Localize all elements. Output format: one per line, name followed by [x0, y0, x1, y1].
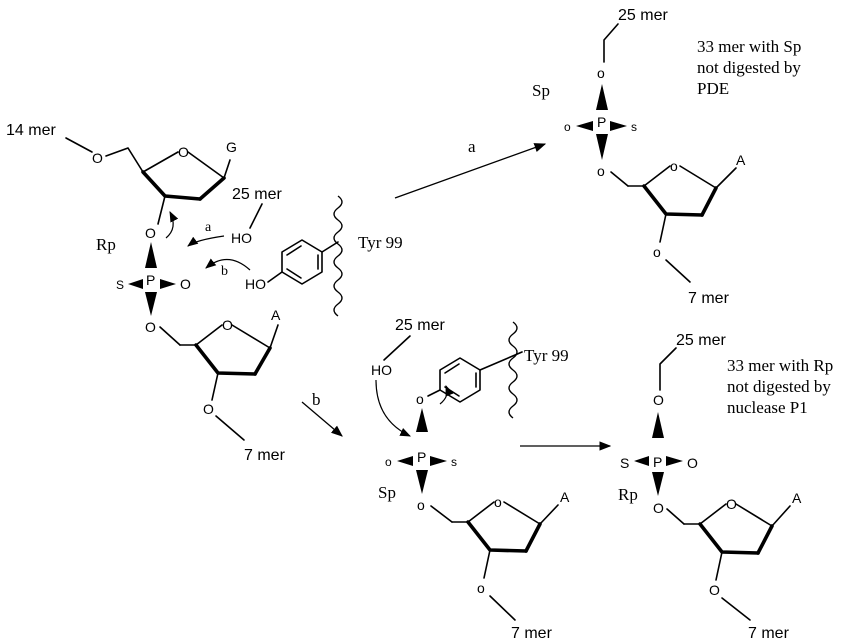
reactant-o5-lower-atom: O — [145, 319, 156, 335]
reactant-ho-atom: HO — [231, 230, 252, 246]
svg-text:o: o — [385, 455, 392, 469]
reactant-curly-arrow-b — [205, 258, 251, 271]
intermediate-tyrosine-ring — [427, 351, 523, 403]
product-a-25mer-label: 25 mer — [618, 7, 668, 24]
reactant-curly-arrow-a — [187, 235, 225, 247]
svg-text:O: O — [222, 317, 233, 333]
reactant-o5-atom: O — [92, 150, 103, 166]
svg-text:s: s — [631, 120, 637, 134]
svg-text:not digested by: not digested by — [697, 58, 801, 77]
reactant-tyr-backbone-wave — [333, 195, 343, 317]
product-a-sp-label: Sp — [532, 81, 550, 100]
arrow-path-a-label: a — [468, 137, 476, 156]
svg-text:o: o — [494, 494, 502, 510]
reactant-wedge-o — [160, 279, 176, 289]
intermediate-7mer-label: 7 mer — [511, 625, 553, 642]
intermediate-sugar-ring: o A — [451, 489, 570, 579]
svg-text:O: O — [653, 392, 664, 408]
svg-text:33 mer with Rp: 33 mer with Rp — [727, 356, 833, 375]
arrow-path-b-label: b — [312, 390, 321, 409]
svg-text:PDE: PDE — [697, 79, 729, 98]
svg-text:O: O — [726, 496, 737, 512]
svg-text:O: O — [687, 455, 698, 471]
svg-text:O: O — [709, 582, 720, 598]
product-b-note: 33 mer with Rp not digested by nuclease … — [727, 356, 833, 417]
product-b-base-label: A — [792, 490, 802, 506]
reactant-top-sugar-ring: O G — [141, 139, 237, 225]
reactant-p-atom: P — [146, 272, 155, 288]
product-a-7mer-label: 7 mer — [688, 290, 730, 307]
svg-text:o: o — [653, 244, 661, 260]
reactant-o-nonbridge: O — [180, 276, 191, 292]
reactant-path-a-label: a — [205, 220, 212, 235]
product-a-structure: 25 mer o Sp P o s o o A o 7 mer 33 mer w… — [532, 7, 801, 307]
reactant-c5-bond — [105, 147, 144, 173]
reactant-chain-5p-label: 14 mer — [6, 122, 56, 139]
intermediate-curly-arrow-ho — [375, 379, 411, 437]
svg-text:O: O — [653, 500, 664, 516]
intermediate-base-label: A — [560, 489, 570, 505]
svg-text:o: o — [564, 120, 571, 134]
reactant-structure: 14 mer O O G O Rp P S O O — [6, 122, 403, 464]
svg-text:o: o — [417, 497, 425, 513]
svg-text:o: o — [416, 391, 424, 407]
svg-text:HO: HO — [245, 276, 266, 292]
reactant-chain-5p-bond — [65, 137, 93, 153]
reactant-bottom-sugar-ring: O A — [179, 307, 281, 401]
product-b-p-atom: P — [653, 454, 662, 470]
svg-text:not digested by: not digested by — [727, 377, 831, 396]
reactant-o3-atom: O — [145, 225, 156, 241]
intermediate-p-atom: P — [417, 449, 426, 465]
reactant-curly-arrow-o3 — [165, 211, 179, 239]
reactant-o3-lower-atom: O — [203, 401, 214, 417]
svg-text:33 mer with Sp: 33 mer with Sp — [697, 37, 801, 56]
product-a-base-label: A — [736, 152, 746, 168]
intermediate-curly-arrow-o — [439, 384, 454, 405]
reactant-chain-3p-label: 7 mer — [244, 447, 286, 464]
arrow-path-a — [394, 143, 547, 199]
svg-text:nuclease P1: nuclease P1 — [727, 398, 808, 417]
reactant-path-b-label: b — [221, 264, 228, 279]
reactant-25mer-label: 25 mer — [232, 186, 282, 203]
reactant-tyrosine-ring: HO — [245, 239, 339, 292]
reactant-base-g-label: G — [226, 139, 237, 155]
intermediate-sp-label: Sp — [378, 483, 396, 502]
svg-text:O: O — [178, 144, 189, 160]
svg-text:s: s — [451, 455, 457, 469]
intermediate-25mer-label: 25 mer — [395, 317, 445, 334]
intermediate-tyr99-label: Tyr 99 — [524, 346, 569, 365]
product-b-s-atom: S — [620, 455, 629, 471]
product-b-sugar-ring: O A — [683, 490, 802, 581]
intermediate-b-structure: 25 mer HO o Tyr 99 P o s Sp o o — [371, 317, 570, 642]
svg-text:o: o — [670, 158, 678, 174]
reactant-wedge-up — [145, 242, 157, 268]
product-a-note: 33 mer with Sp not digested by PDE — [697, 37, 801, 98]
reactant-wedge-s — [128, 279, 143, 289]
reaction-arrows: a b — [301, 137, 612, 451]
reactant-rp-label: Rp — [96, 235, 116, 254]
product-b-7mer-label: 7 mer — [748, 625, 790, 642]
product-b-structure: 25 mer O S P O Rp O O A O 7 mer 33 mer w… — [618, 332, 833, 642]
product-a-sugar-ring: o A — [627, 152, 746, 243]
svg-text:o: o — [597, 163, 605, 179]
intermediate-tyr-backbone-wave — [508, 321, 518, 419]
reactant-wedge-down — [145, 292, 157, 316]
reactant-s-atom: S — [116, 278, 124, 292]
intermediate-ho-atom: HO — [371, 362, 392, 378]
reactant-tyr99-label: Tyr 99 — [358, 233, 403, 252]
arrow-path-b — [301, 401, 343, 437]
product-b-25mer-label: 25 mer — [676, 332, 726, 349]
reactant-base-a-label: A — [271, 307, 281, 323]
svg-text:o: o — [597, 65, 605, 81]
svg-text:o: o — [477, 580, 485, 596]
product-a-p-atom: P — [597, 114, 606, 130]
product-b-rp-label: Rp — [618, 485, 638, 504]
